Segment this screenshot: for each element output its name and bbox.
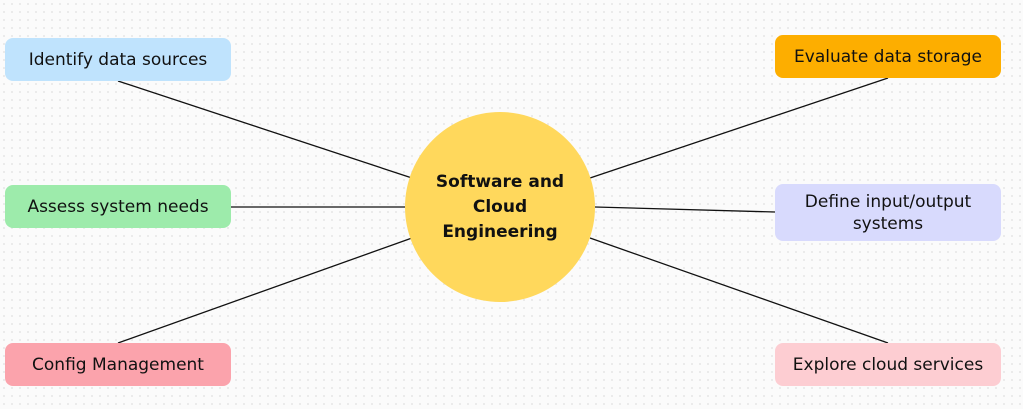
- connector-identify: [117, 80, 413, 179]
- node-define-io-systems[interactable]: Define input/output systems: [775, 184, 1001, 241]
- node-evaluate-data-storage[interactable]: Evaluate data storage: [775, 35, 1001, 78]
- node-config-management[interactable]: Config Management: [5, 343, 231, 386]
- central-topic[interactable]: Software and Cloud Engineering: [405, 112, 595, 302]
- connector-define: [594, 206, 776, 213]
- connector-config: [117, 237, 413, 344]
- node-explore-cloud-services[interactable]: Explore cloud services: [775, 343, 1001, 386]
- connector-evaluate: [589, 77, 889, 179]
- connector-explore: [589, 237, 889, 344]
- node-identify-data-sources[interactable]: Identify data sources: [5, 38, 231, 81]
- node-assess-system-needs[interactable]: Assess system needs: [5, 185, 231, 228]
